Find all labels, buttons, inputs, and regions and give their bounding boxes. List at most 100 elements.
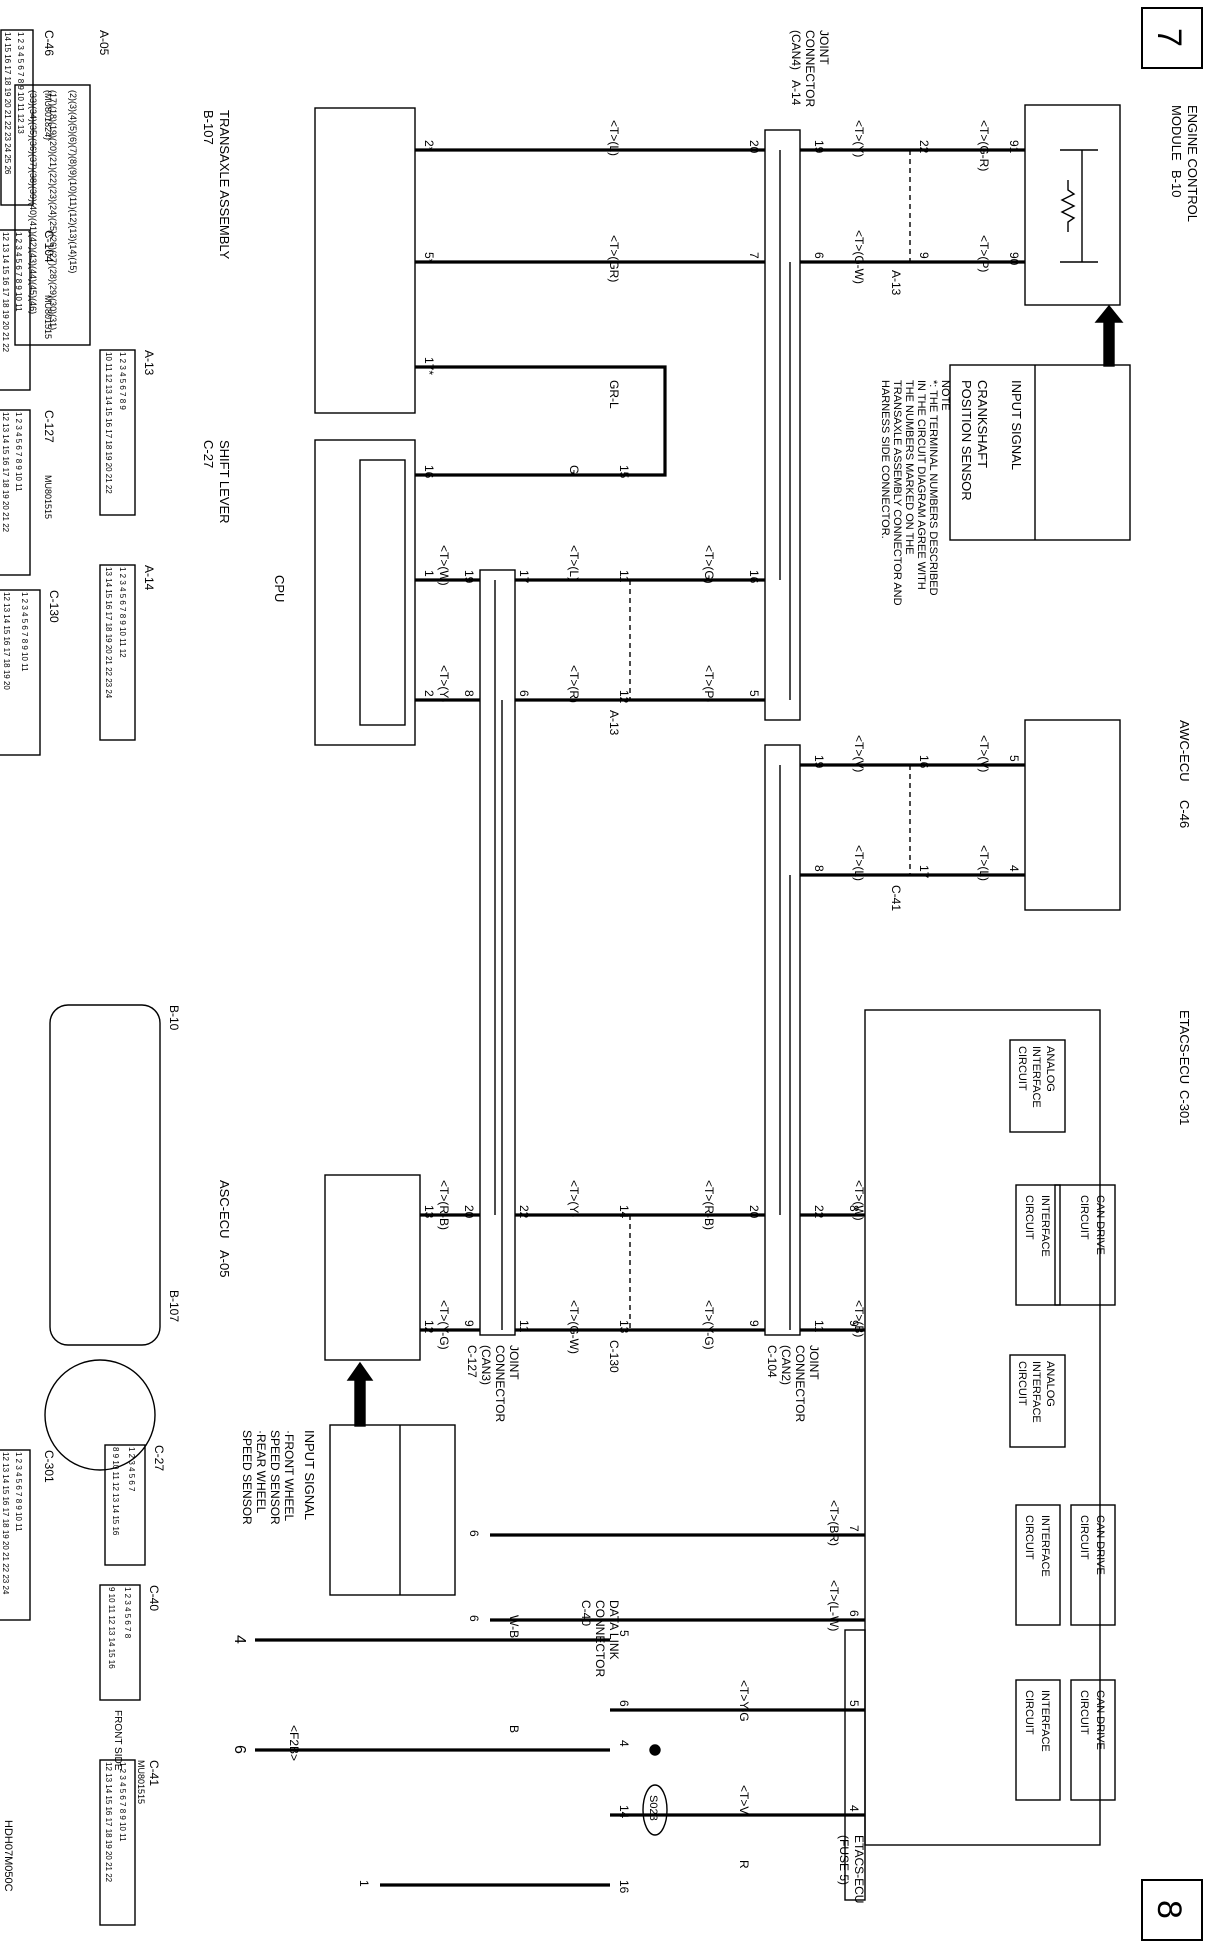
cv-c46-label: C-46 xyxy=(42,30,56,56)
cv-c40-label: C-40 xyxy=(147,1585,161,1611)
cv-a05-label: A-05 xyxy=(97,30,111,56)
cv-a13-label: A-13 xyxy=(142,350,156,376)
term-91: 91 xyxy=(1007,140,1021,154)
ref-c130: C-130 xyxy=(607,1340,621,1373)
term-e4: 4 xyxy=(847,1805,861,1812)
etacs-interface-3 xyxy=(1015,1679,1061,1801)
etacs-fuse-l2: (FUSE 5) xyxy=(837,1835,851,1885)
jc-can3-box xyxy=(479,569,516,1336)
wl-rb: <T>(R-B) xyxy=(702,1180,716,1230)
ecm-box xyxy=(1024,104,1121,306)
dlc-label-1: DATA LINK xyxy=(607,1600,621,1660)
term-6b: 6 xyxy=(517,690,531,697)
term-20: 20 xyxy=(747,140,761,154)
cv-c104-label: C-104 xyxy=(42,230,56,263)
etacs-analog-1-l3: CIRCUIT xyxy=(1016,1046,1028,1091)
term-9: 9 xyxy=(917,252,931,259)
ref-c41: C-41 xyxy=(889,885,903,911)
cv-c301-row1: 1 2 3 4 5 6 7 8 9 10 11 xyxy=(14,1452,23,1532)
wl-lw: <T>(L-W) xyxy=(827,1580,841,1631)
crankshaft-arrow-shaft xyxy=(1103,317,1115,367)
term-7: 7 xyxy=(747,252,761,259)
awc-ecu-code: C-46 xyxy=(1177,800,1192,828)
cv-a13-row1: 1 2 3 4 5 6 7 8 9 xyxy=(118,352,127,410)
wl-wb: W-B xyxy=(507,1615,521,1638)
jc-can2-code: C-104 xyxy=(765,1345,779,1378)
jc-can3-l1: JOINT xyxy=(507,1345,521,1380)
dlc-code: C-40 xyxy=(579,1600,593,1626)
term-1: 1 xyxy=(422,570,436,577)
asc-ecu-label: ASC-ECU xyxy=(217,1180,232,1239)
term-e8: 8 xyxy=(847,1205,861,1212)
cv-c104-row1: 1 2 3 4 5 6 7 8 9 10 11 xyxy=(14,232,23,312)
transaxle-code: B-107 xyxy=(201,110,216,145)
cv-c127-part: MU801515 xyxy=(43,475,53,519)
cv-b107-label: B-107 xyxy=(167,1290,181,1322)
term-e9: 9 xyxy=(847,1320,861,1327)
cv-c41-label: C-41 xyxy=(147,1760,161,1786)
can4-internal xyxy=(779,150,791,700)
etacs-ecu-box xyxy=(864,1009,1101,1846)
term-d5: 5 xyxy=(617,1630,631,1637)
jc-can2-l2: CONNECTOR xyxy=(793,1345,807,1422)
term-15: 15 xyxy=(617,465,631,479)
term-19b: 19 xyxy=(462,570,476,584)
ground-4: 4 xyxy=(231,1635,248,1644)
cv-c104-row2: 12 13 14 15 16 17 18 19 20 21 22 xyxy=(1,232,10,353)
jc-can3-l3: (CAN3) xyxy=(479,1345,493,1385)
term-8: 8 xyxy=(462,690,476,697)
asc-input-box xyxy=(329,1424,456,1596)
wl-r-plain: R xyxy=(737,1860,751,1869)
cv-a14-box xyxy=(99,564,136,741)
wl-g-plain: G xyxy=(567,465,581,474)
cv-c40-row1: 1 2 3 4 5 6 7 8 xyxy=(123,1587,132,1639)
cv-c46-row2: 14 15 16 17 18 19 20 21 22 23 24 25 26 xyxy=(3,32,12,175)
wl-f2b: <F2B> xyxy=(287,1725,301,1761)
wl-b: <T>(B) xyxy=(852,1300,866,1337)
ecm-label-1: ENGINE CONTROL xyxy=(1185,105,1200,222)
cv-c127-row1: 1 2 3 4 5 6 7 8 9 10 11 xyxy=(14,412,23,492)
asc-input-l3: ·REAR WHEEL xyxy=(254,1430,268,1514)
dlc-label-2: CONNECTOR xyxy=(593,1600,607,1677)
cpu-box xyxy=(359,459,406,726)
term-d14: 14 xyxy=(617,1805,631,1819)
note-line-3: THE NUMBERS MARKED ON THE xyxy=(903,380,915,555)
cv-c41-row2: 12 13 14 15 16 17 18 19 20 21 22 xyxy=(104,1762,113,1883)
cv-c27-label: C-27 xyxy=(152,1445,166,1471)
etacs-if-2-l1: INTERFACE xyxy=(1039,1515,1051,1577)
wl-yg2: <T>(Y-G) xyxy=(437,1300,451,1350)
wl-grl: GR-L xyxy=(607,380,621,409)
term-5: 5 xyxy=(747,690,761,697)
etacs-if-1-l1: INTERFACE xyxy=(1039,1195,1051,1257)
cv-a13-box xyxy=(99,349,136,516)
cv-c301-label: C-301 xyxy=(42,1450,56,1483)
etacs-can-drive-3 xyxy=(1070,1679,1116,1801)
term-e11b: 11 xyxy=(517,1320,531,1333)
jc-can4-l2: CONNECTOR xyxy=(803,30,817,107)
cv-a14-row1: 1 2 3 4 5 6 7 8 9 10 11 12 xyxy=(118,567,127,658)
term-5s: 5* xyxy=(422,252,436,264)
cv-b10-box xyxy=(49,1004,161,1346)
wl-ltl: <T>(L) xyxy=(567,545,581,581)
note-line-1: *: THE TERMINAL NUMBERS DESCRIBED xyxy=(927,380,939,596)
wl-br: <T>(BR) xyxy=(827,1500,841,1546)
cv-a14-row2: 13 14 15 16 17 18 19 20 21 22 23 24 xyxy=(104,567,113,699)
splice-s023 xyxy=(649,1744,661,1756)
awc-ecu-box xyxy=(1024,719,1121,911)
cv-c41-part: MU801515 xyxy=(136,1760,146,1804)
wl-rb2: <T>(R-B) xyxy=(437,1180,451,1230)
etacs-interface-1 xyxy=(1015,1184,1061,1306)
shift-lever-label: SHIFT LEVER xyxy=(217,440,232,524)
term-90: 90 xyxy=(1007,252,1021,266)
etacs-can-drive-2 xyxy=(1070,1504,1116,1626)
cv-c104-box xyxy=(0,229,31,391)
etacs-can-1-l1: CAN DRIVE xyxy=(1094,1195,1106,1255)
term-awc-4: 4 xyxy=(1007,865,1021,872)
cv-c27-box xyxy=(104,1444,146,1566)
cv-c130-label: C-130 xyxy=(47,590,61,623)
term-awc-8: 8 xyxy=(812,865,826,872)
etacs-if-1-l2: CIRCUIT xyxy=(1023,1195,1035,1240)
wl-gw3: <T>(G-W) xyxy=(567,1300,581,1354)
cv-c46-box xyxy=(0,29,34,206)
wl-r: <T>(R) xyxy=(567,665,581,703)
